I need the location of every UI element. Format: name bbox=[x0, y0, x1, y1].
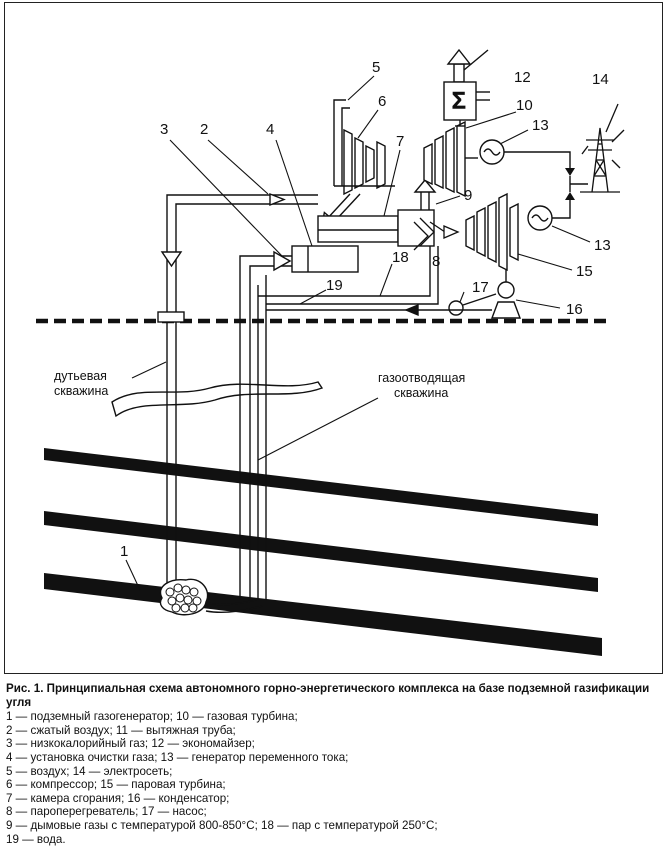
caption-title: Рис. 1. Принципиальная схема автономного… bbox=[6, 682, 650, 709]
exhaust-stack bbox=[446, 48, 489, 83]
caption-line-6: 6 — компрессор; 15 — паровая турбина; bbox=[6, 778, 226, 792]
diagram-frame bbox=[4, 2, 663, 674]
pump bbox=[448, 293, 497, 316]
label-13-top: 13 bbox=[532, 117, 549, 134]
leader-lines bbox=[125, 75, 591, 591]
coal-seam-2 bbox=[44, 511, 598, 592]
label-3: 3 bbox=[160, 121, 168, 138]
label-15: 15 bbox=[576, 263, 593, 280]
flue-gas-line bbox=[413, 178, 437, 210]
label-14: 14 bbox=[592, 71, 609, 88]
blowing-well bbox=[157, 268, 185, 592]
water-line bbox=[266, 303, 492, 317]
blowing-well-label-2: скважина bbox=[54, 384, 108, 398]
condenser bbox=[490, 281, 522, 319]
caption-line-3: 3 — низкокалорийный газ; 12 — экономайзе… bbox=[6, 737, 255, 751]
label-19: 19 bbox=[326, 277, 343, 294]
gas-well-label-2: скважина bbox=[394, 386, 448, 400]
caption-line-5: 5 — воздух; 14 — электросеть; bbox=[6, 764, 173, 778]
coal-seam-3 bbox=[44, 573, 602, 656]
label-18: 18 bbox=[392, 249, 409, 266]
superheater bbox=[413, 217, 460, 251]
grid-connector-arrows bbox=[565, 168, 588, 200]
blowing-well-label-1: дутьевая bbox=[54, 369, 107, 383]
label-5: 5 bbox=[372, 59, 380, 76]
gasification-scheme: Σ bbox=[36, 48, 625, 656]
label-1: 1 bbox=[120, 543, 128, 560]
label-9: 9 bbox=[464, 187, 472, 204]
coal-seam-1 bbox=[44, 448, 598, 526]
label-4: 4 bbox=[266, 121, 274, 138]
caption-line-7: 7 — камера сгорания; 16 — конденсатор; bbox=[6, 791, 230, 805]
generator-top bbox=[479, 139, 571, 168]
compressor bbox=[334, 128, 395, 196]
label-8: 8 bbox=[432, 253, 440, 270]
figure-caption: Рис. 1. Принципиальная схема автономного… bbox=[6, 682, 661, 846]
caption-line-2: 2 — сжатый воздух; 11 — вытяжная труба; bbox=[6, 723, 236, 737]
label-10: 10 bbox=[516, 97, 533, 114]
gas-cleaning-unit bbox=[291, 245, 359, 273]
well-labels: дутьевая скважина газоотводящая скважина bbox=[54, 369, 465, 400]
caption-line-4: 4 — установка очистки газа; 13 — генерат… bbox=[6, 750, 349, 764]
component-numbers: 1 2 3 4 5 6 7 8 9 10 12 13 13 14 15 16 1… bbox=[120, 59, 611, 560]
svg-text:Σ: Σ bbox=[452, 88, 466, 113]
underground-gasifier bbox=[159, 578, 263, 616]
label-17: 17 bbox=[472, 279, 489, 296]
steam-turbine bbox=[465, 192, 519, 272]
gas-turbine bbox=[423, 120, 478, 198]
caption-line-10: 19 — вода. bbox=[6, 832, 66, 846]
label-16: 16 bbox=[566, 301, 583, 318]
label-13-bottom: 13 bbox=[594, 237, 611, 254]
label-2: 2 bbox=[200, 121, 208, 138]
gasification-zone bbox=[111, 381, 324, 418]
caption-line-8: 8 — пароперегреватель; 17 — насос; bbox=[6, 805, 207, 819]
generator-bottom bbox=[527, 200, 571, 231]
economizer: Σ bbox=[443, 81, 490, 126]
caption-line-9: 9 — дымовые газы с температурой 800-850°… bbox=[6, 818, 438, 832]
low-calorie-gas-line bbox=[239, 250, 292, 285]
air-intake bbox=[333, 99, 350, 186]
label-12: 12 bbox=[514, 69, 531, 86]
gas-outlet-well bbox=[239, 275, 267, 600]
caption-line-1: 1 — подземный газогенератор; 10 — газова… bbox=[6, 710, 298, 724]
combustion-chamber bbox=[317, 209, 435, 247]
compressed-air-pipe bbox=[160, 192, 318, 268]
label-7: 7 bbox=[396, 133, 404, 150]
gas-well-label-1: газоотводящая bbox=[378, 371, 465, 385]
label-6: 6 bbox=[378, 93, 386, 110]
power-grid-tower bbox=[580, 103, 625, 193]
